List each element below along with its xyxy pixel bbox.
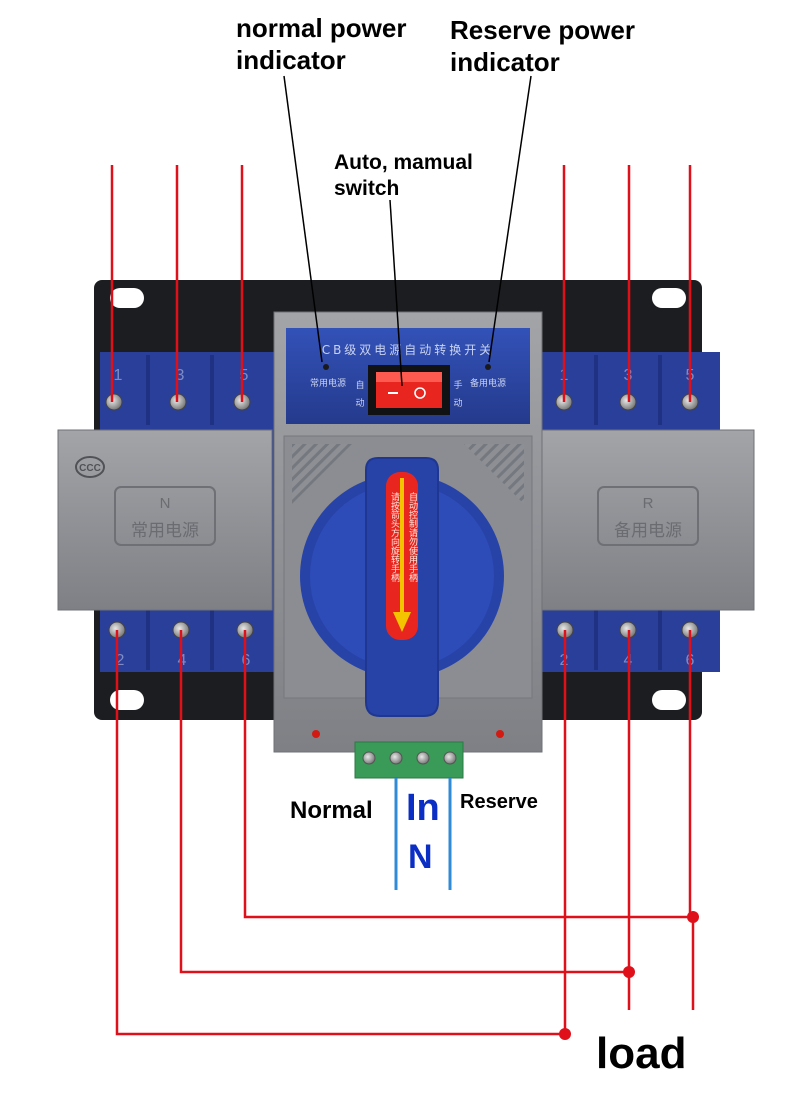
mounting-hole-bottom-right [652, 690, 686, 710]
control-terminal-block [354, 741, 464, 779]
neutral-input-wires [394, 778, 452, 890]
svg-text:CCC: CCC [79, 463, 101, 474]
reserve-label: Reserve [460, 791, 538, 813]
right-source-box [597, 486, 699, 546]
right-indicator-text: 备用电源 [470, 377, 506, 389]
mounting-hole-top-right [652, 288, 686, 308]
panel-title: CB级双电源自动转换开关 [322, 342, 495, 357]
reserve-indicator-line1: Reserve power [450, 15, 635, 45]
manual-char-1: 手 [453, 379, 462, 391]
left-top-terminal-number: 1 [114, 367, 123, 384]
left-source-box [114, 486, 216, 546]
in-label: In [406, 787, 440, 829]
right-bottom-terminal-slots [594, 605, 662, 670]
load-wiring [115, 630, 695, 1036]
mounting-hole-bottom-left [110, 690, 144, 710]
left-top-terminal-slots [146, 355, 214, 425]
left-source-text: 常用电源 [131, 521, 199, 541]
vent-top-right [464, 444, 524, 504]
auto-manual-line2: switch [334, 177, 400, 200]
auto-char-1: 自 [355, 379, 364, 391]
reserve-source-input-wires [562, 165, 692, 402]
left-bottom-terminal-number: 2 [116, 652, 125, 669]
vent-top-left [292, 444, 352, 504]
auto-char-2: 动 [355, 398, 364, 409]
housing-led-left [312, 730, 320, 738]
auto-manual-line1: Auto, mamual [334, 151, 473, 174]
left-top-terminal-number: 5 [240, 367, 249, 384]
normal-label: Normal [290, 797, 373, 824]
left-bottom-terminal-slots [146, 605, 214, 670]
left-source-letter: N [160, 495, 171, 512]
n-label: N [408, 838, 433, 876]
housing-led-right [496, 730, 504, 738]
normal-indicator-label: normal power indicator [236, 12, 406, 76]
right-source-letter: R [643, 495, 654, 512]
right-source-text: 备用电源 [614, 521, 682, 541]
normal-indicator-line2: indicator [236, 45, 346, 75]
right-gray-cover [539, 429, 755, 611]
normal-power-led [323, 364, 329, 370]
manual-char-2: 动 [453, 398, 462, 409]
reserve-indicator-label: Reserve power indicator [450, 14, 635, 78]
annotation-leaders [283, 75, 532, 387]
left-indicator-text: 常用电源 [310, 377, 346, 389]
normal-source-input-wires [110, 165, 244, 402]
rotary-handle[interactable] [300, 457, 504, 717]
knob-text-right: 自动控制请勿使用手柄 [407, 491, 418, 583]
mounting-hole-top-left [110, 288, 144, 308]
auto-manual-rocker-switch[interactable] [368, 365, 450, 415]
reserve-indicator-line2: indicator [450, 47, 560, 77]
left-gray-cover [57, 429, 273, 611]
load-label: load [596, 1029, 686, 1078]
ccc-mark-icon: CCC [75, 456, 105, 478]
load-junction-dots [559, 911, 699, 1040]
left-top-terminal-number: 3 [176, 367, 185, 384]
auto-manual-label: Auto, mamual switch [334, 150, 473, 202]
normal-indicator-line1: normal power [236, 13, 407, 43]
reserve-power-led [485, 364, 491, 370]
knob-text-left: 请按箭头方向旋转手柄 [389, 491, 400, 583]
right-top-terminal-slots [594, 355, 662, 425]
